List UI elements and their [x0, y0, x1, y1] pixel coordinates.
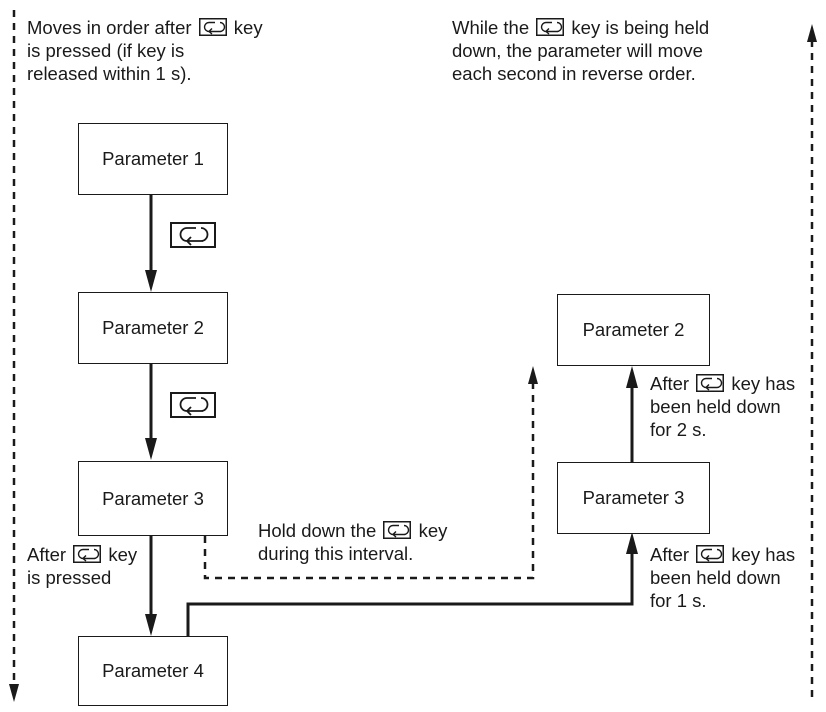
note-text: key is being held	[571, 17, 710, 38]
note-text: Moves in order after	[27, 17, 192, 38]
note-text: for 1 s.	[650, 590, 707, 611]
mode-key-icon	[73, 545, 102, 563]
note-text: While the	[452, 17, 530, 38]
mode-key-icon	[383, 521, 412, 539]
after-press-note: After key is pressed	[27, 543, 137, 589]
note-text: each second in reverse order.	[452, 63, 696, 84]
note-text: is pressed (if key is	[27, 40, 185, 61]
note-text: been held down	[650, 567, 781, 588]
hold-interval-note: Hold down the key during this interval.	[258, 519, 447, 565]
parameter-1-box: Parameter 1	[78, 123, 228, 195]
box-label: Parameter 2	[102, 317, 204, 338]
box-label: Parameter 3	[582, 487, 685, 508]
box-label: Parameter 3	[102, 487, 204, 509]
mode-key-icon	[198, 18, 227, 36]
mode-key-icon	[696, 545, 725, 563]
note-text: key	[418, 520, 448, 541]
parameter-4-box: Parameter 4	[78, 636, 228, 706]
note-text: during this interval.	[258, 543, 414, 564]
after-2s-note: After key has been held down for 2 s.	[650, 372, 795, 441]
arrowhead-p1-p2	[145, 270, 157, 292]
arrow-p4-to-right-p3	[186, 550, 634, 636]
after-1s-note: After key has been held down for 1 s.	[650, 543, 795, 612]
note-text: After	[650, 373, 690, 394]
box-label: Parameter 1	[102, 148, 204, 169]
note-text: After	[27, 544, 67, 565]
note-text: key	[108, 544, 138, 565]
box-label: Parameter 2	[582, 319, 685, 340]
forward-order-note: Moves in order after key is pressed (if …	[27, 16, 263, 85]
reverse-dashed-arrowhead	[807, 24, 817, 42]
note-text: key	[233, 17, 263, 38]
parameter-2-box: Parameter 2	[78, 292, 228, 364]
arrowhead-p2-p3	[145, 438, 157, 460]
hold-interval-dashed-path	[203, 382, 535, 580]
arrowhead-right-p3	[626, 532, 638, 554]
mode-key-icon	[170, 222, 216, 248]
note-text: Hold down the	[258, 520, 377, 541]
note-text: been held down	[650, 396, 781, 417]
parameter-3-box: Parameter 3	[78, 461, 228, 536]
note-text: for 2 s.	[650, 419, 707, 440]
arrowhead-right-p2	[626, 366, 638, 388]
mode-key-icon	[696, 374, 725, 392]
note-text: key has	[731, 544, 796, 565]
right-parameter-3-box: Parameter 3	[557, 462, 710, 534]
mode-key-icon	[536, 18, 565, 36]
forward-dashed-arrowhead	[9, 684, 19, 702]
arrowhead-p3-p4	[145, 614, 157, 636]
mode-key-icon	[170, 392, 216, 418]
note-text: released within 1 s).	[27, 63, 192, 84]
hold-interval-arrowhead	[528, 366, 538, 384]
reverse-order-note: While the key is being held down, the pa…	[452, 16, 709, 85]
right-parameter-2-box: Parameter 2	[557, 294, 710, 366]
note-text: down, the parameter will move	[452, 40, 703, 61]
box-label: Parameter 4	[102, 660, 204, 681]
note-text: After	[650, 544, 690, 565]
note-text: is pressed	[27, 567, 112, 588]
note-text: key has	[731, 373, 796, 394]
